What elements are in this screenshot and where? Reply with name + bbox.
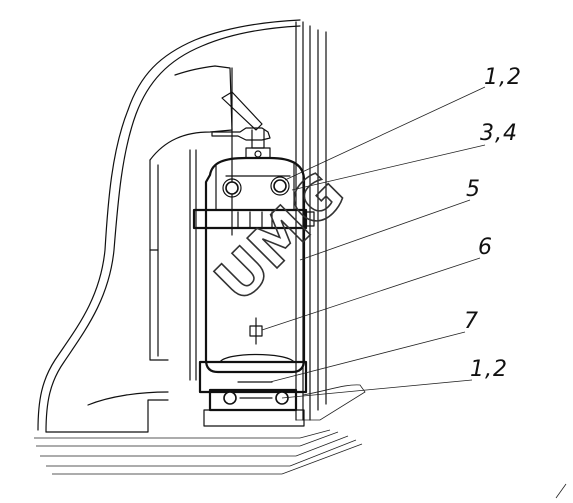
- callout-label-1-2-top: 1,2: [484, 65, 522, 90]
- fire-extinguisher-icon: [192, 91, 315, 374]
- callout-label-1-2-bottom: 1,2: [470, 357, 508, 382]
- callout-label-5: 5: [466, 177, 481, 202]
- callout-label-7: 7: [464, 309, 479, 334]
- callout-label-3-4: 3,4: [480, 121, 518, 146]
- seat-outline: [34, 19, 301, 475]
- callout-label-6: 6: [478, 235, 493, 260]
- mounting-bracket-icon: [198, 353, 308, 427]
- corner-mark-icon: [555, 483, 567, 499]
- leader-lines: [261, 86, 486, 399]
